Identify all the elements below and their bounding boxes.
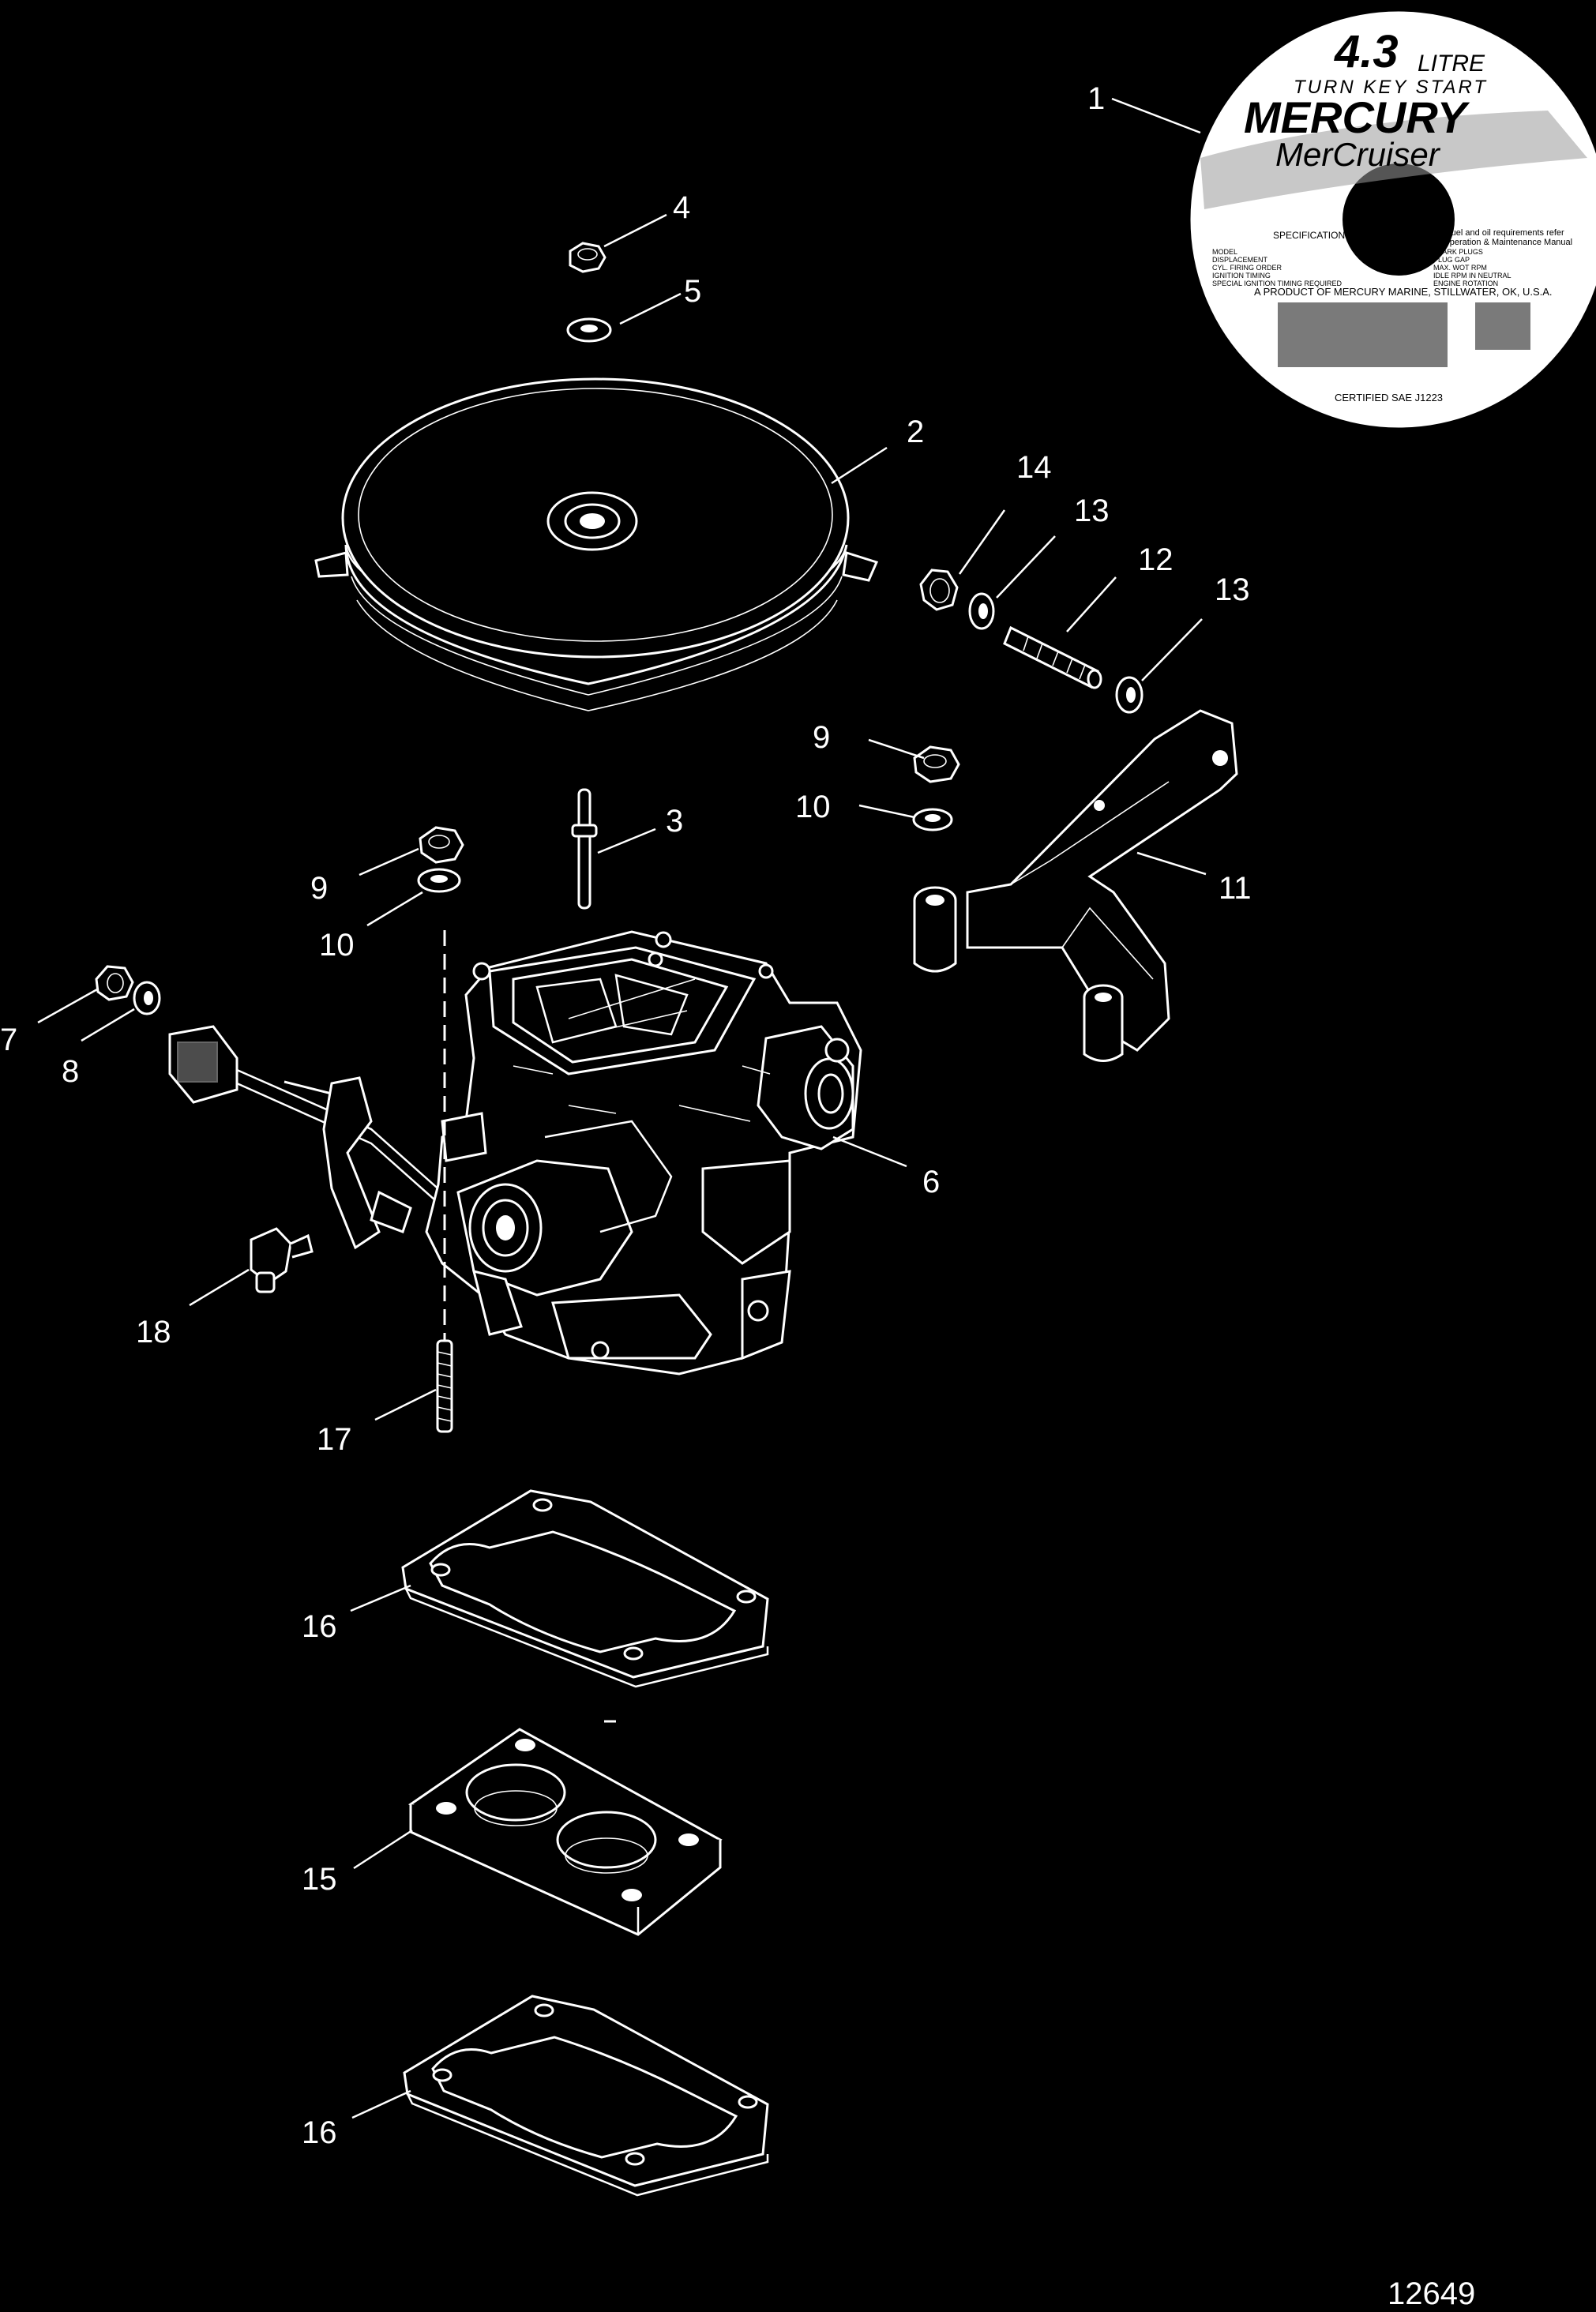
part-10-washer-right [912, 808, 953, 831]
part-4-nut [569, 242, 606, 273]
callout-labels: 1 2 3 4 5 6 7 8 9 9 10 10 11 12 13 13 14… [0, 81, 1252, 2150]
part-12-stud [1003, 625, 1102, 689]
callout-13-bottom: 13 [1215, 572, 1250, 607]
callout-3: 3 [666, 804, 683, 839]
decal-spec-line: SPECIAL IGNITION TIMING REQUIRED [1212, 280, 1343, 287]
callout-1: 1 [1087, 81, 1105, 116]
decal-certified-text: CERTIFIED SAE J1223 [1335, 392, 1443, 403]
part-17-stud [436, 1339, 453, 1433]
decal-tagline-text: TURN KEY START [1294, 77, 1488, 98]
part-11-bracket [913, 709, 1238, 1062]
part-3-stud [571, 788, 598, 910]
callout-16-lower: 16 [302, 2115, 337, 2150]
sensor-harness [168, 1025, 443, 1250]
callout-10-left: 10 [319, 928, 355, 963]
part-18-elbow-fitting [250, 1227, 314, 1293]
decal-spec-line: DISPLACEMENT [1212, 256, 1268, 264]
decal-spec-line: MAX. WOT RPM [1433, 264, 1487, 272]
callout-15: 15 [302, 1862, 337, 1897]
decal-spec-line: ENGINE ROTATION [1433, 280, 1498, 287]
decal-serial-area [1475, 302, 1530, 350]
callout-5: 5 [684, 274, 701, 309]
decal-spec-heading: SPECIFICATIONS [1273, 230, 1351, 241]
decal-spec-line: PLUG GAP [1433, 256, 1470, 264]
part-2-air-cleaner [314, 377, 879, 711]
callout-11: 11 [1219, 871, 1252, 906]
part-9-nut-left [419, 826, 464, 864]
part-8-washer [133, 981, 161, 1015]
callout-12: 12 [1138, 542, 1174, 577]
decal-barcode-area [1278, 302, 1448, 367]
decal-spec-line: MODEL [1212, 248, 1237, 256]
callout-2: 2 [907, 415, 924, 449]
callout-13-top: 13 [1074, 494, 1110, 528]
part-1-decal: 4.3 LITRE TURN KEY START MERCURY MerCrui… [1190, 11, 1596, 428]
callout-17: 17 [317, 1422, 352, 1457]
decal-spec-line: IGNITION TIMING [1212, 272, 1271, 280]
callout-18: 18 [136, 1315, 171, 1349]
part-6-carburetor [425, 930, 862, 1376]
callout-7: 7 [0, 1023, 17, 1057]
part-7-nut [95, 965, 134, 1001]
callout-16-upper: 16 [302, 1609, 337, 1644]
part-5-washer [566, 317, 612, 343]
decal-unit-text: LITRE [1418, 51, 1485, 77]
callout-6: 6 [922, 1165, 940, 1199]
figure-number: 12649 [1388, 2276, 1475, 2311]
callout-10-right: 10 [795, 790, 831, 824]
part-10-washer-left [417, 868, 461, 893]
decal-size-text: 4.3 [1334, 26, 1399, 77]
part-16-gasket-upper [401, 1489, 769, 1688]
part-13-washer-bottom [1115, 676, 1143, 714]
part-9-nut-right [913, 745, 960, 783]
decal-spec-line: CYL. FIRING ORDER [1212, 264, 1282, 272]
decal-manual-note: to Operation & Maintenance Manual [1433, 238, 1572, 247]
callout-9-right: 9 [813, 720, 830, 755]
part-16-gasket-lower [403, 1995, 769, 2197]
leader-lines [37, 97, 1207, 2119]
decal-spec-line: IDLE RPM IN NEUTRAL [1433, 272, 1512, 280]
callout-8: 8 [62, 1054, 79, 1089]
part-14-nut [919, 569, 959, 611]
callout-4: 4 [673, 190, 690, 225]
decal-fuel-note: For fuel and oil requirements refer [1433, 228, 1564, 238]
decal-spec-line: SPARK PLUGS [1433, 248, 1483, 256]
decal-maker-text: A PRODUCT OF MERCURY MARINE, STILLWATER,… [1254, 286, 1553, 298]
decal-product-text: MerCruiser [1275, 136, 1441, 173]
callout-9-left: 9 [310, 871, 328, 906]
part-15-spacer [407, 1728, 723, 1936]
decal-brand-text: MERCURY [1244, 92, 1470, 142]
part-13-washer-top [968, 592, 995, 630]
callout-14: 14 [1016, 450, 1052, 485]
